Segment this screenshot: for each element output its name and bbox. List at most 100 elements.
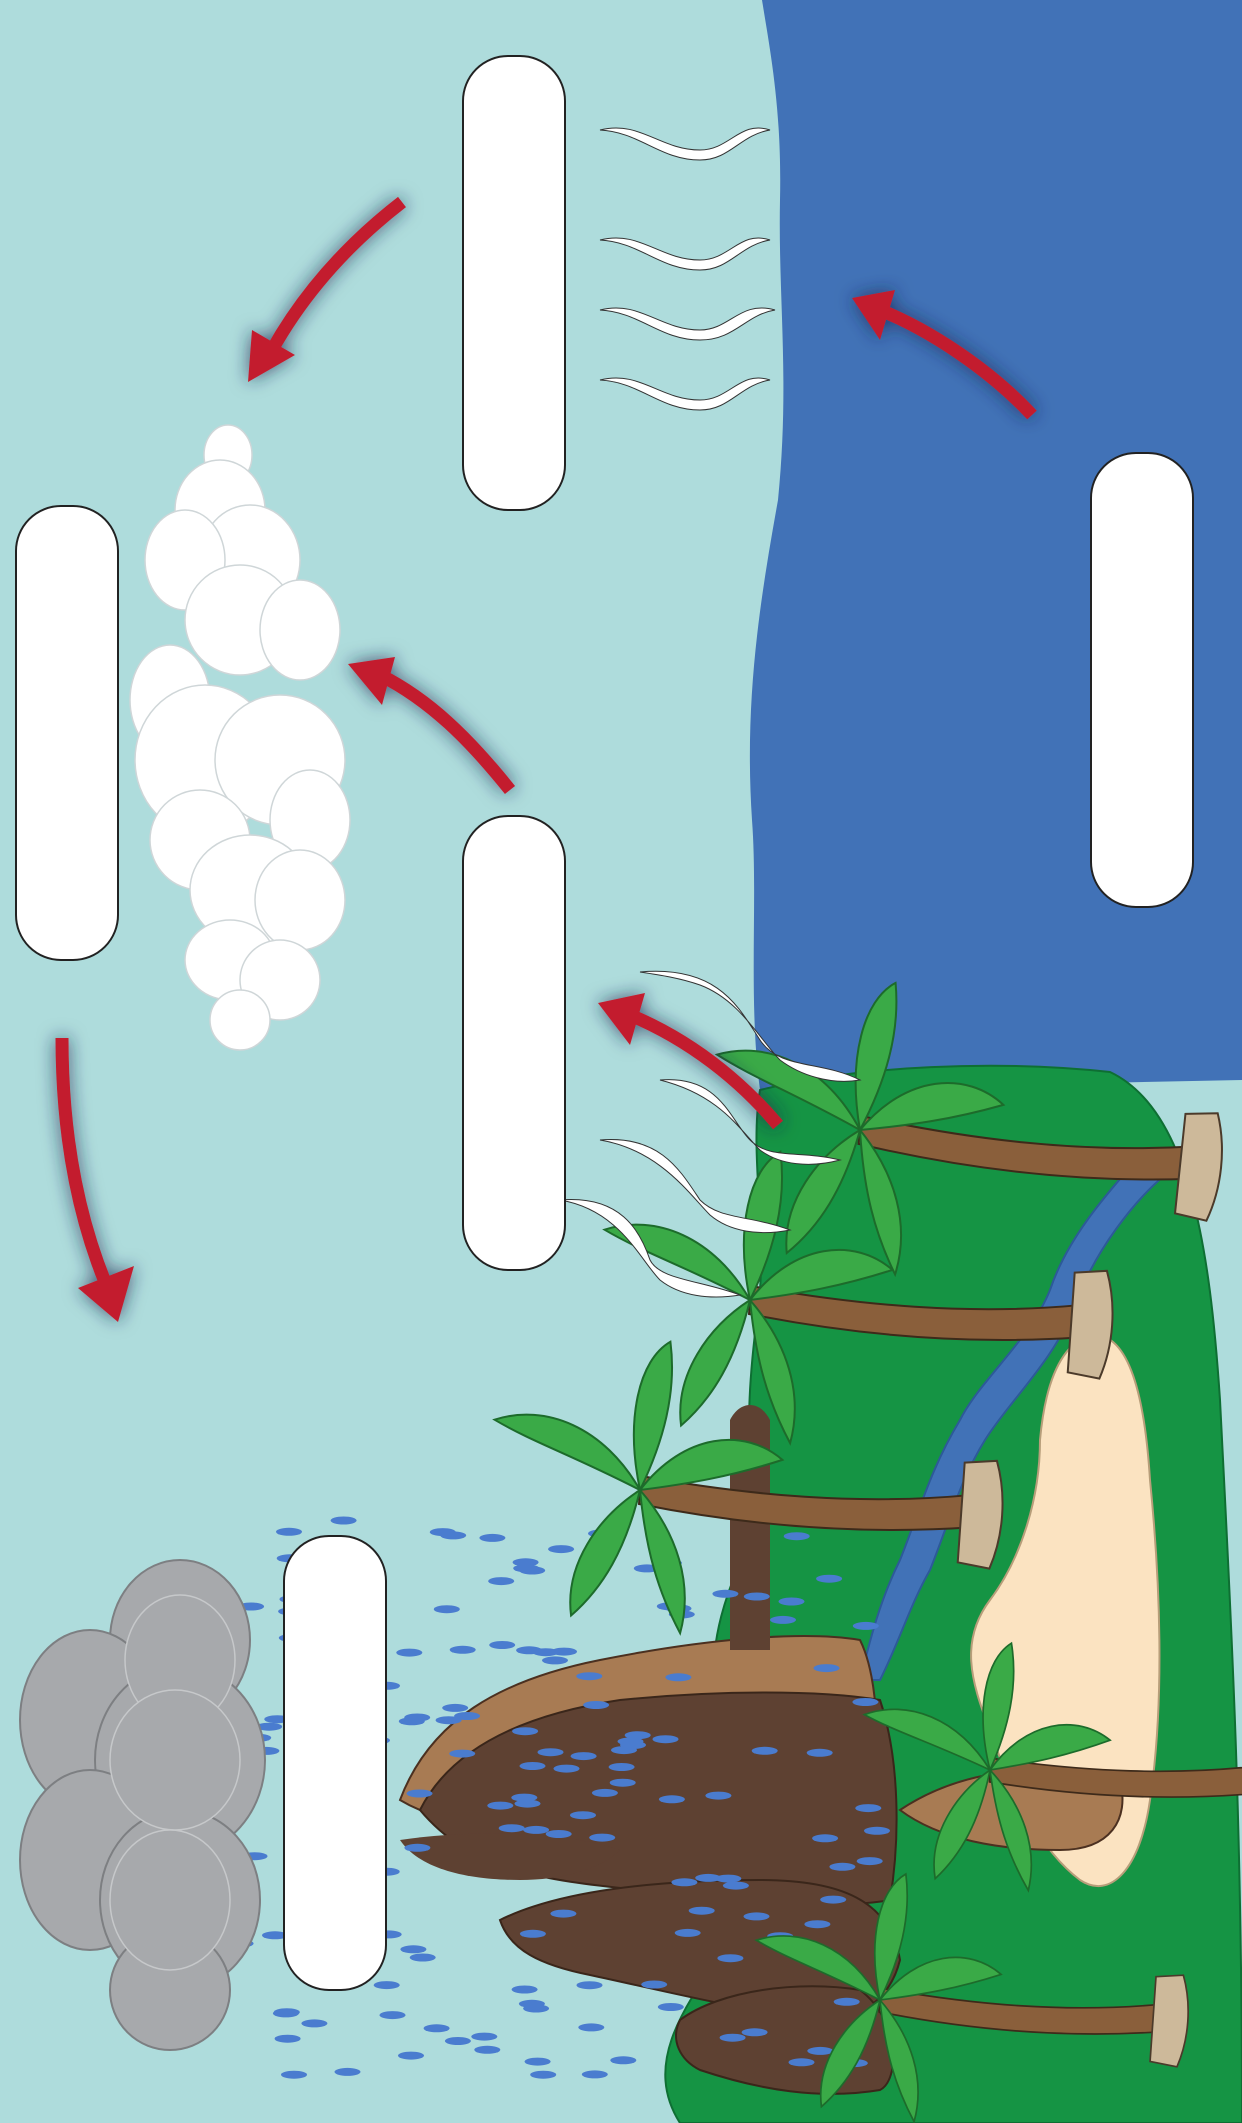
rain-drop <box>641 1981 667 1989</box>
rain-drop <box>400 1945 426 1953</box>
rain-drop <box>744 1593 770 1601</box>
rain-drop <box>474 2046 500 2054</box>
rain-drop <box>658 2003 684 2011</box>
rain-drop <box>578 2023 604 2031</box>
rain-drop <box>853 1622 879 1630</box>
rain-drop <box>512 1986 538 1994</box>
rain-drop <box>489 1641 515 1649</box>
rain-drop <box>424 2024 450 2032</box>
label-box-ocean[interactable] <box>1090 452 1194 908</box>
rain-drop <box>374 1981 400 1989</box>
rain-drop <box>742 2028 768 2036</box>
rain-drop <box>570 1811 596 1819</box>
rain-drop <box>436 1716 462 1724</box>
rain-drop <box>519 2000 545 2008</box>
rain-drop <box>717 1954 743 1962</box>
label-box-cloud[interactable] <box>15 505 119 961</box>
rain-drop <box>855 1804 881 1812</box>
rain-drop <box>404 1714 430 1722</box>
rain-drop <box>380 2011 406 2019</box>
rain-drop <box>807 2047 833 2055</box>
rain-drop <box>404 1844 430 1852</box>
rain-drop <box>523 1826 549 1834</box>
rain-drop <box>407 1790 433 1798</box>
label-box-top[interactable] <box>462 55 566 511</box>
rain-drop <box>479 1534 505 1542</box>
rain-drop <box>533 1648 559 1656</box>
rain-drop <box>779 1598 805 1606</box>
rain-drop <box>525 2058 551 2066</box>
rain-drop <box>705 1792 731 1800</box>
rain-drop <box>804 1920 830 1928</box>
rain-drop <box>520 1762 546 1770</box>
rain-drop <box>434 1605 460 1613</box>
rain-drop <box>398 2052 424 2060</box>
rain-drop <box>538 1748 564 1756</box>
rain-drop <box>275 2035 301 2043</box>
rain-drop <box>829 1863 855 1871</box>
rain-drop <box>554 1765 580 1773</box>
rain-drop <box>583 1701 609 1709</box>
rain-drop <box>610 1779 636 1787</box>
rain-drop <box>276 1528 302 1536</box>
rain-drop <box>471 2033 497 2041</box>
rain-drop <box>550 1910 576 1918</box>
rain-drop <box>576 1672 602 1680</box>
rain-drop <box>720 2034 746 2042</box>
label-box-middle[interactable] <box>462 815 566 1271</box>
rain-drop <box>852 1698 878 1706</box>
rain-cloud-inner-outline <box>110 1595 240 1970</box>
rain-drop <box>820 1896 846 1904</box>
rain-drop <box>513 1564 539 1572</box>
rain-drop <box>784 1532 810 1540</box>
rain-drop <box>659 1795 685 1803</box>
rain-drop <box>723 1882 749 1890</box>
rain-drop <box>520 1930 546 1938</box>
label-box-rain[interactable] <box>283 1535 387 1991</box>
rain-drop <box>712 1590 738 1598</box>
rain-drop <box>548 1545 574 1553</box>
rain-drop <box>410 1954 436 1962</box>
rain-drop <box>814 1664 840 1672</box>
rain-drop <box>807 1749 833 1757</box>
rain-drop <box>770 1616 796 1624</box>
rain-drop <box>440 1531 466 1539</box>
rain-drop <box>542 1656 568 1664</box>
rain-drop <box>589 1834 615 1842</box>
rain-drop <box>512 1727 538 1735</box>
rain-drop <box>488 1577 514 1585</box>
rain-drop <box>689 1907 715 1915</box>
rain-drop <box>571 1752 597 1760</box>
rain-drop <box>665 1673 691 1681</box>
rain-drop <box>396 1649 422 1657</box>
rain-drop <box>582 2070 608 2078</box>
rain-drop <box>273 2009 299 2017</box>
rain-drop <box>857 1857 883 1865</box>
rain-drop <box>864 1827 890 1835</box>
rain-drop <box>695 1874 721 1882</box>
rain-drop <box>653 1735 679 1743</box>
rain-drop <box>281 2071 307 2079</box>
rain-drop <box>752 1747 778 1755</box>
rain-drop <box>592 1789 618 1797</box>
rain-drop <box>331 1517 357 1525</box>
rain-drop <box>450 1646 476 1654</box>
rain-drop <box>577 1981 603 1989</box>
rain-drop <box>812 1834 838 1842</box>
rain-drop <box>816 1575 842 1583</box>
rain-drop <box>744 1912 770 1920</box>
rain-drop <box>335 2068 361 2076</box>
rain-drop <box>610 2056 636 2064</box>
rain-drop <box>530 2071 556 2079</box>
rain-drop <box>675 1929 701 1937</box>
rain-drop <box>442 1704 468 1712</box>
rain-drop <box>449 1750 475 1758</box>
rain-drop <box>671 1878 697 1886</box>
rain-drop <box>511 1794 537 1802</box>
rain-drop <box>301 2019 327 2027</box>
rain-drop <box>609 1763 635 1771</box>
rain-drop <box>834 1998 860 2006</box>
rain-drop <box>499 1824 525 1832</box>
rain-drop <box>445 2037 471 2045</box>
